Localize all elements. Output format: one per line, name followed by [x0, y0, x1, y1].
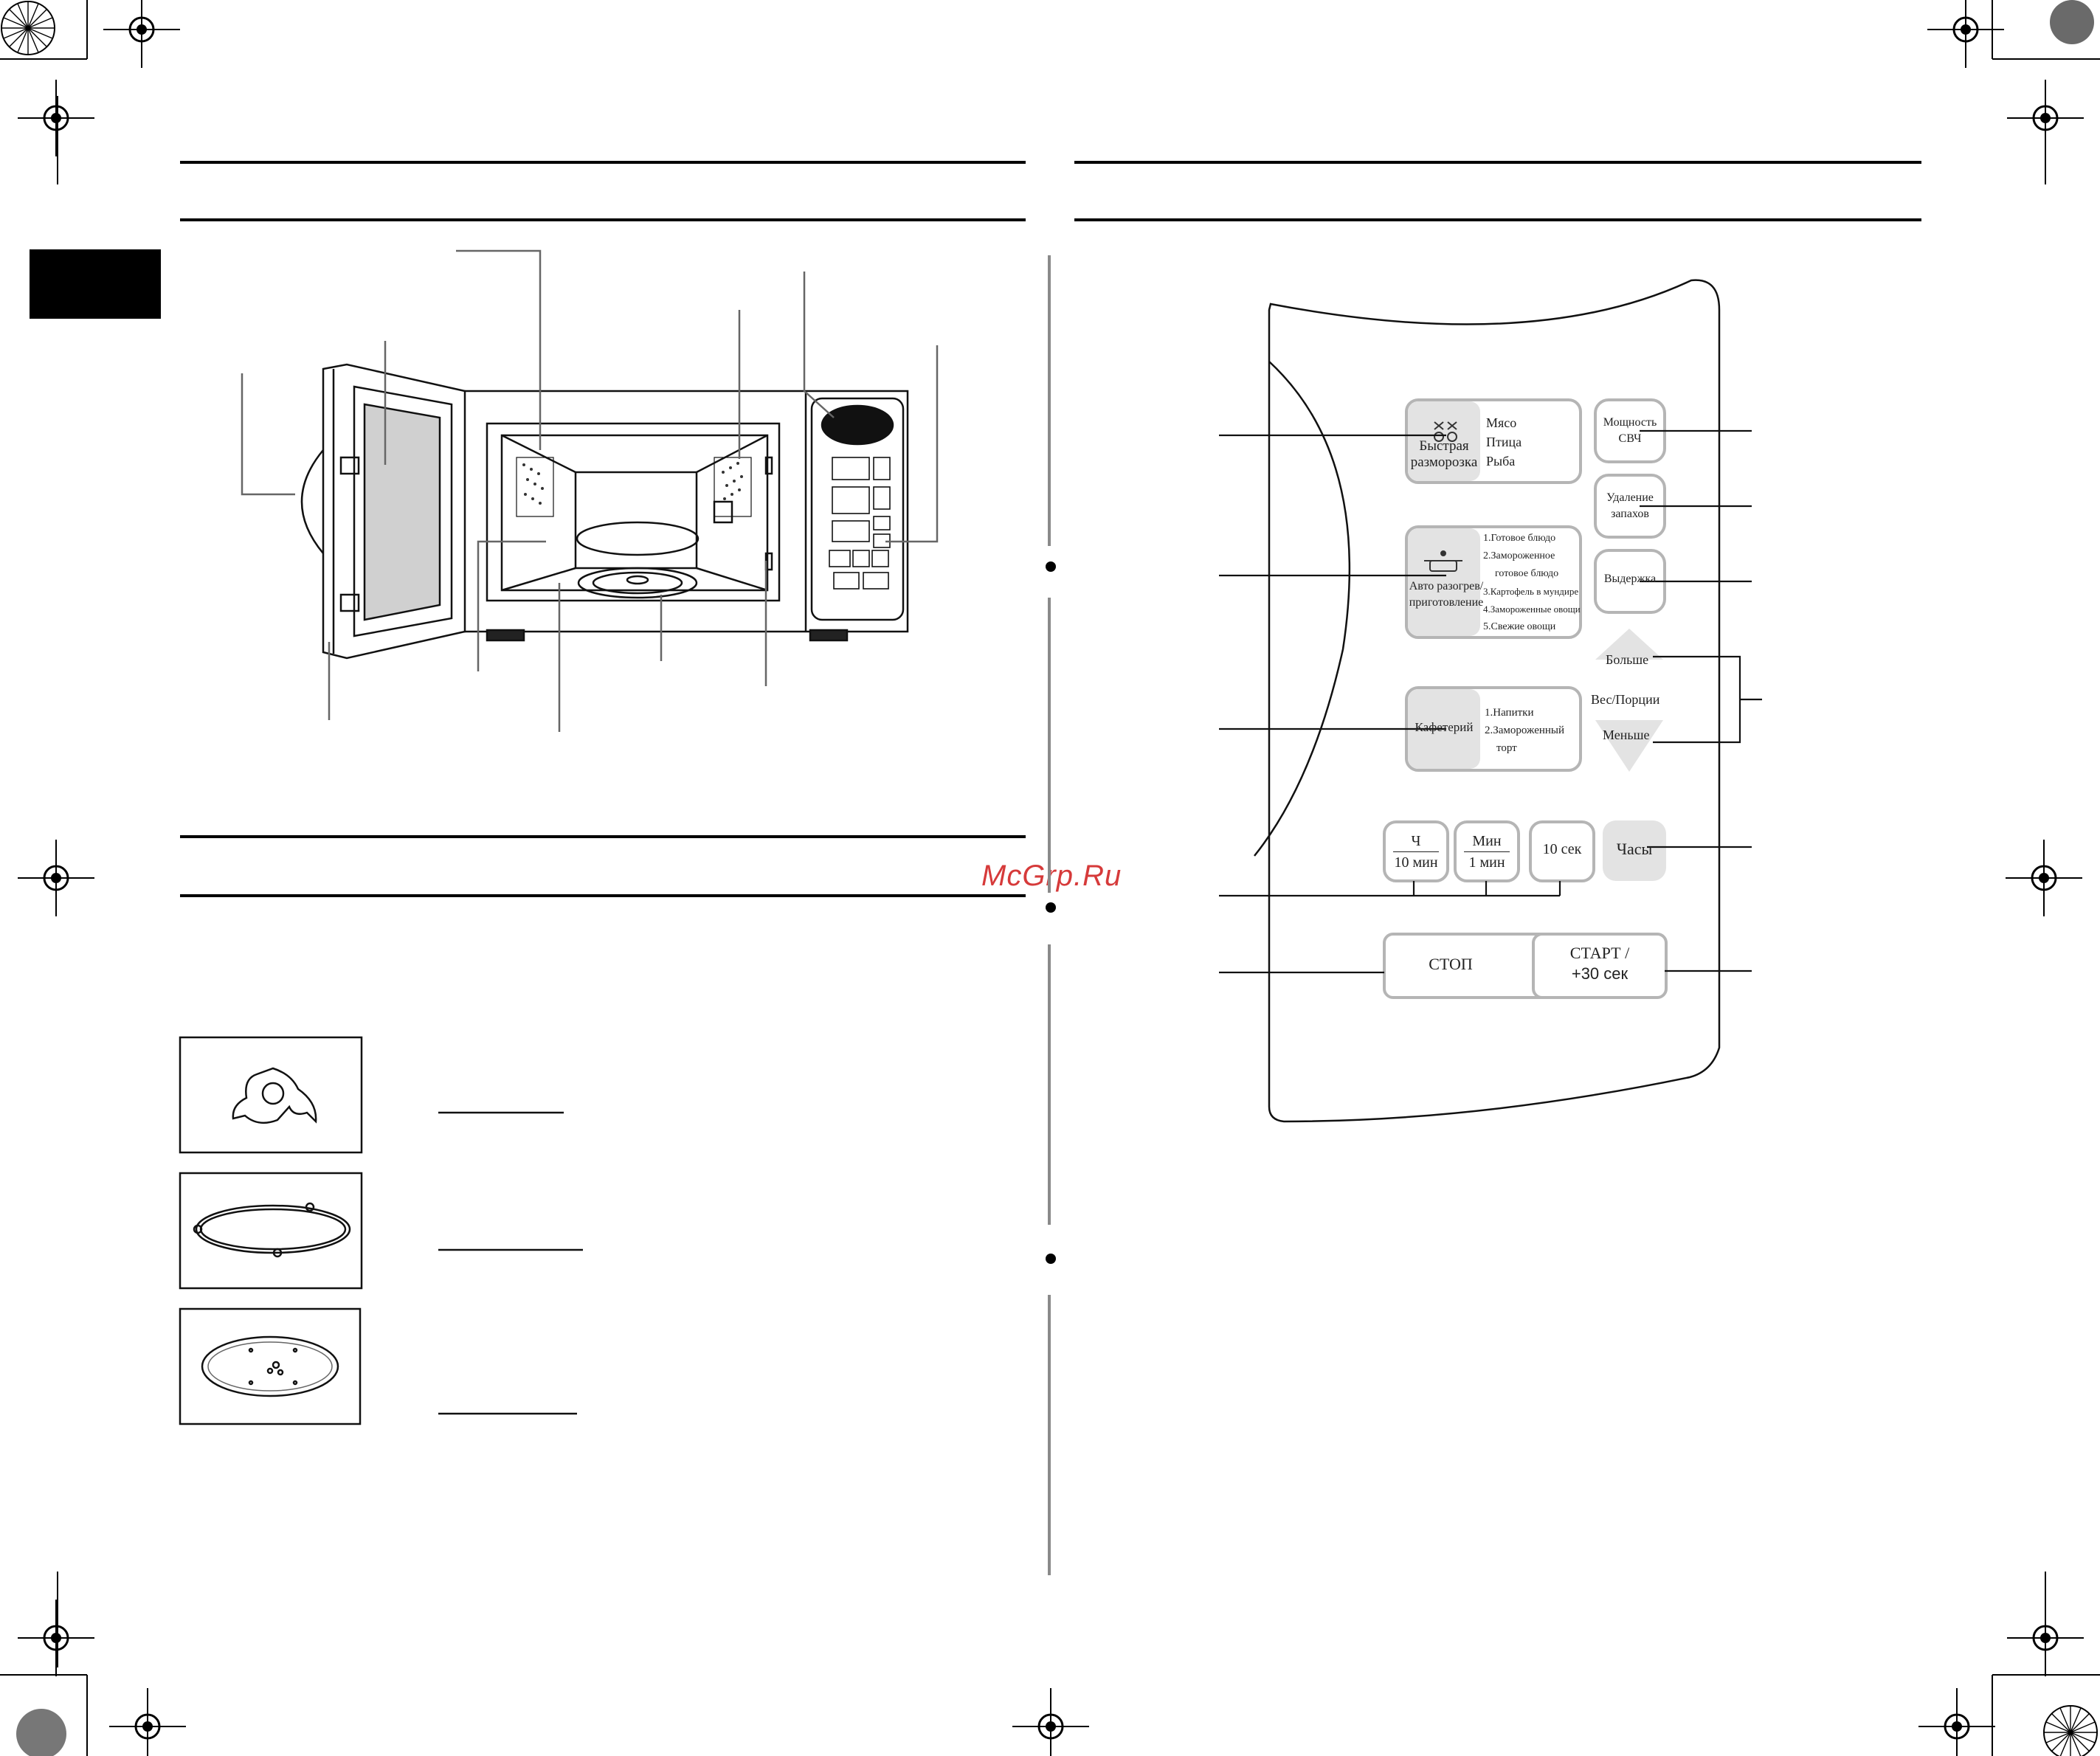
option-cake: торт: [1496, 742, 1517, 754]
stop-button[interactable]: СТОП: [1429, 955, 1473, 973]
microwave-power-line2: СВЧ: [1618, 432, 1642, 445]
odor-removal-line1: Удаление: [1606, 491, 1654, 504]
panel-callout-lines: [1219, 429, 1762, 974]
registration-mark-icon: [16, 838, 96, 918]
option-4: 4.Замороженные овощи: [1483, 604, 1581, 615]
registration-mark-icon: [16, 78, 96, 158]
registration-mark-icon: [2006, 78, 2085, 158]
star-registration-icon: [1, 1, 55, 55]
option-drinks: 1.Напитки: [1485, 707, 1534, 719]
accessory-coupler: [179, 1036, 564, 1154]
registration-mark-icon: [1011, 1687, 1091, 1756]
grey-dot-icon: [2050, 0, 2094, 44]
option-frozen: 2.Замороженный: [1485, 725, 1565, 736]
registration-mark-icon: [108, 1687, 187, 1756]
cafeteria-label: Кафетерий: [1415, 720, 1474, 734]
option-fish: Рыба: [1486, 454, 1516, 469]
minute-line2: 1 мин: [1468, 854, 1505, 871]
minute-line1: Мин: [1464, 831, 1510, 852]
defrost-icon: [1434, 421, 1457, 442]
option-2: 2.Замороженное: [1483, 550, 1555, 561]
auto-reheat-options: 1.Готовое блюдо 2.Замороженное готовое б…: [1483, 530, 1581, 636]
registration-mark-icon: [102, 0, 182, 69]
cafeteria-options: 1.Напитки 2.Замороженный торт: [1485, 704, 1564, 757]
odor-removal-button[interactable]: Удаление запахов: [1595, 490, 1665, 522]
hour-line1: Ч: [1393, 831, 1439, 852]
watermark: McGrp.Ru: [981, 860, 1122, 892]
option-2b: готовое блюдо: [1495, 568, 1559, 579]
option-meat: Мясо: [1486, 415, 1517, 430]
start-button[interactable]: СТАРТ / +30 сек: [1533, 943, 1666, 984]
option-poultry: Птица: [1486, 435, 1522, 449]
accessory-roller-ring: [179, 1172, 583, 1290]
hour-button[interactable]: Ч 10 мин: [1384, 831, 1448, 873]
section-tab-marker: [30, 249, 161, 319]
option-3: 3.Картофель в мундире: [1483, 586, 1579, 597]
registration-mark-icon: [2004, 838, 2084, 918]
fast-defrost-label-line1: Быстрая: [1419, 438, 1469, 454]
hour-line2: 10 мин: [1394, 854, 1438, 871]
auto-reheat-label-line1: Авто разогрев/: [1409, 580, 1484, 592]
minute-button[interactable]: Мин 1 мин: [1455, 831, 1519, 873]
star-registration-icon: [2043, 1705, 2098, 1756]
odor-removal-line2: запахов: [1611, 508, 1649, 520]
registration-mark-icon: [1917, 1687, 1997, 1756]
clock-button[interactable]: Часы: [1616, 840, 1653, 858]
registration-mark-icon: [2006, 1598, 2085, 1678]
fast-defrost-label-line2: разморозка: [1410, 454, 1478, 470]
auto-reheat-label-line2: приготовление: [1409, 596, 1484, 609]
option-5: 5.Свежие овощи: [1483, 621, 1556, 632]
cafeteria-button[interactable]: Кафетерий: [1408, 720, 1480, 735]
fast-defrost-options: Мясо Птица Рыба: [1486, 413, 1522, 471]
fast-defrost-button[interactable]: Быстрая разморозка: [1408, 438, 1480, 471]
microwave-power-button[interactable]: Мощность СВЧ: [1595, 415, 1665, 447]
standing-time-label: Выдержка: [1603, 573, 1657, 585]
ten-sec-button[interactable]: 10 сек: [1542, 841, 1582, 857]
accessory-glass-tray: [179, 1307, 577, 1425]
microwave-illustration: [300, 363, 909, 660]
grey-dot-icon: [16, 1709, 66, 1756]
start-line1: СТАРТ /: [1569, 944, 1630, 962]
auto-reheat-button[interactable]: Авто разогрев/ приготовление: [1408, 578, 1485, 611]
microwave-power-line1: Мощность: [1603, 416, 1657, 429]
more-button[interactable]: Больше: [1606, 652, 1649, 667]
registration-mark-icon: [16, 1598, 96, 1678]
standing-time-button[interactable]: Выдержка: [1595, 573, 1665, 586]
callout-lines: [241, 249, 939, 732]
option-1: 1.Готовое блюдо: [1483, 533, 1556, 544]
pot-icon: [1424, 550, 1462, 572]
weight-portions-label: Вес/Порции: [1591, 692, 1660, 707]
less-button[interactable]: Меньше: [1603, 727, 1650, 742]
start-line2: +30 сек: [1571, 964, 1628, 983]
